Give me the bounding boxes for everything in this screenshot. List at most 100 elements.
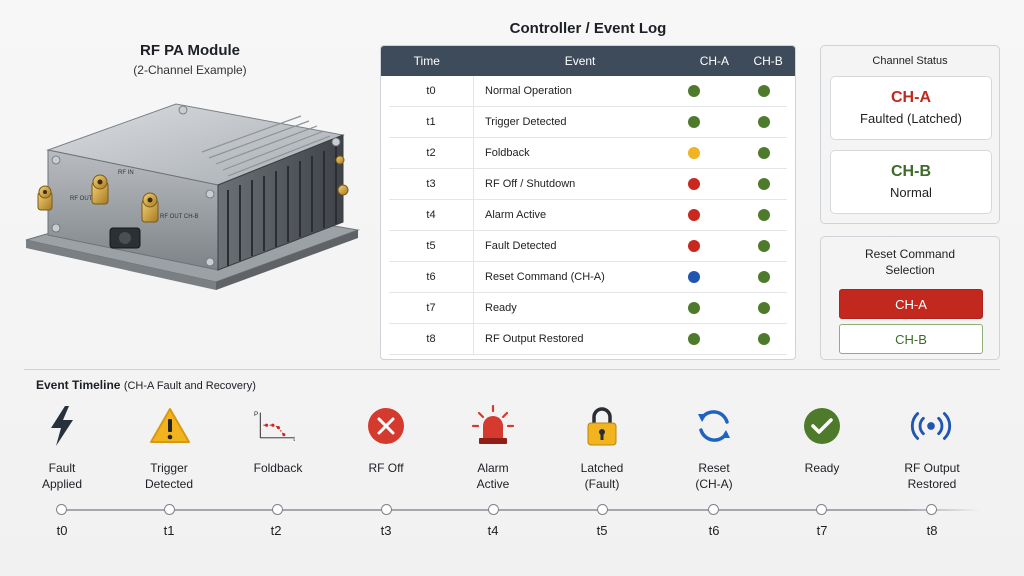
row-chb-status [746, 302, 781, 314]
module-subtitle: (2-Channel Example) [133, 63, 247, 77]
timeline-tick-t8: t8 [926, 523, 938, 538]
timeline-node [56, 504, 67, 515]
row-event: Reset Command (CH-A) [473, 262, 641, 292]
row-chb-status [746, 209, 781, 221]
status-dot-green [757, 240, 770, 252]
row-event: Fault Detected [473, 231, 641, 261]
status-dot-green [687, 85, 700, 97]
module-title: RF PA Module [140, 42, 240, 59]
status-dot-green [757, 147, 770, 159]
status-dot-green [687, 302, 700, 314]
timeline-node [272, 504, 283, 515]
row-cha-status [641, 240, 746, 252]
row-chb-status [746, 271, 781, 283]
row-chb-status [746, 116, 781, 128]
row-time: t8 [426, 333, 436, 345]
row-time: t4 [426, 209, 436, 221]
status-dot-red [687, 178, 700, 190]
table-row: t2 Foldback [389, 138, 787, 169]
svg-text:RF OUT CH-B: RF OUT CH-B [160, 214, 199, 220]
channel-status-panel: Channel Status CH-A Faulted (Latched) CH… [820, 45, 1000, 224]
row-cha-status [641, 271, 746, 283]
row-event: Trigger Detected [473, 107, 641, 137]
channel-status-title: Channel Status [872, 55, 948, 67]
row-chb-status [746, 240, 781, 252]
column-header-chb: CH-B [753, 54, 783, 68]
row-event: RF Output Restored [473, 324, 641, 354]
status-dot-red [687, 240, 700, 252]
table-row: t8 RF Output Restored [389, 324, 787, 355]
timeline-node [488, 504, 499, 515]
status-dot-green [687, 116, 700, 128]
row-chb-status [746, 333, 781, 345]
reset-cha-button[interactable]: CH-A [839, 289, 983, 319]
svg-text:t: t [293, 436, 295, 443]
row-cha-status [641, 85, 746, 97]
refresh-icon [692, 404, 736, 448]
reset-command-title: Reset Command Selection [864, 247, 956, 277]
timeline-tick-t1: t1 [163, 523, 175, 538]
foldback-graph-icon: P t [254, 404, 298, 448]
channel-status-chb: CH-B Normal [830, 150, 992, 214]
row-chb-status [746, 178, 781, 190]
timeline-node [708, 504, 719, 515]
column-header-event: Event [564, 54, 596, 68]
status-dot-green [757, 85, 770, 97]
svg-text:RF OUT CH-A: RF OUT CH-A [70, 196, 109, 202]
row-chb-status [746, 85, 781, 97]
reset-command-panel: Reset Command Selection CH-A CH-B [820, 236, 1000, 360]
row-cha-status [641, 147, 746, 159]
event-log-title: Controller / Event Log [509, 20, 667, 37]
timeline-tick-t5: t5 [596, 523, 608, 538]
row-event: Ready [473, 293, 641, 323]
channel-name-chb: CH-B [891, 163, 931, 180]
timeline-label-t7: Ready [804, 461, 840, 475]
timeline-label-t2: Foldback [253, 461, 303, 475]
row-time: t3 [426, 178, 436, 190]
timeline-tick-t4: t4 [487, 523, 499, 538]
row-cha-status [641, 209, 746, 221]
timeline-tick-t2: t2 [270, 523, 282, 538]
status-dot-blue [687, 271, 700, 283]
rf-pa-module-image: RF IN RF OUT CH-A RF OUT CH-B [18, 90, 363, 300]
status-dot-green [687, 333, 700, 345]
row-time: t1 [426, 116, 436, 128]
channel-status-cha: CH-A Faulted (Latched) [830, 76, 992, 140]
row-cha-status [641, 333, 746, 345]
table-row: t6 Reset Command (CH-A) [389, 262, 787, 293]
warning-triangle-icon [148, 404, 192, 448]
status-dot-green [757, 271, 770, 283]
timeline-label-t5: Latched(Fault) [580, 461, 624, 491]
table-row: t1 Trigger Detected [389, 107, 787, 138]
svg-text:RF IN: RF IN [118, 170, 134, 176]
row-time: t2 [426, 147, 436, 159]
status-dot-green [757, 209, 770, 221]
timeline-node [597, 504, 608, 515]
status-dot-green [757, 302, 770, 314]
status-dot-green [757, 333, 770, 345]
broadcast-icon [909, 404, 953, 448]
event-log-header: Time Event CH-A CH-B [381, 46, 795, 76]
event-timeline-title: Event Timeline (CH-A Fault and Recovery) [36, 378, 256, 392]
row-cha-status [641, 302, 746, 314]
timeline-node [164, 504, 175, 515]
timeline-axis [60, 509, 980, 511]
check-circle-icon [800, 404, 844, 448]
row-cha-status [641, 178, 746, 190]
row-time: t6 [426, 271, 436, 283]
row-event: Foldback [473, 138, 641, 168]
table-row: t5 Fault Detected [389, 231, 787, 262]
row-time: t5 [426, 240, 436, 252]
timeline-node [816, 504, 827, 515]
reset-chb-button[interactable]: CH-B [839, 324, 983, 354]
row-time: t0 [426, 85, 436, 97]
timeline-tick-t0: t0 [56, 523, 68, 538]
